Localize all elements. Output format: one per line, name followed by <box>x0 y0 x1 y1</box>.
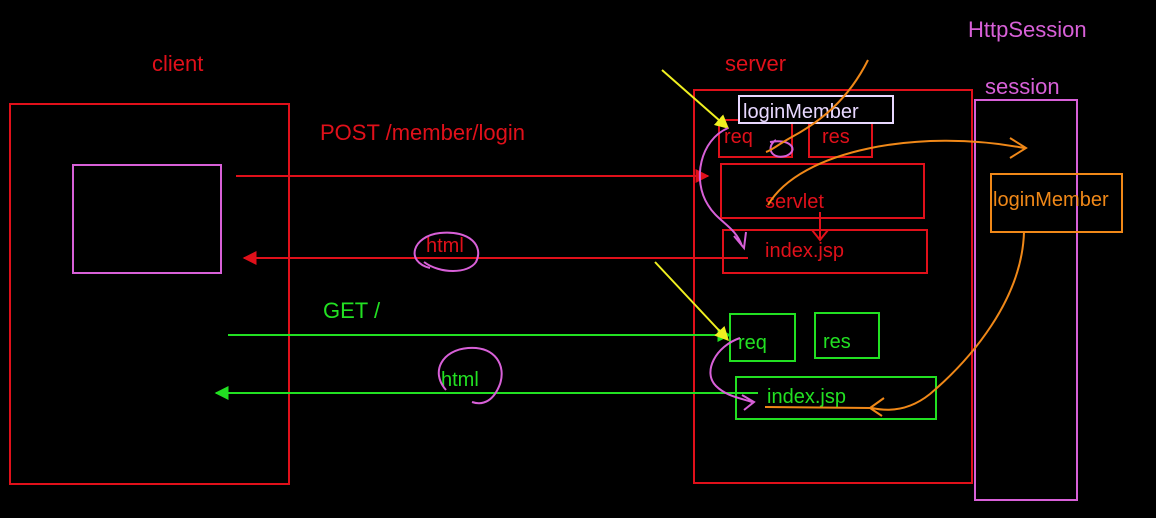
req-label-1: req <box>724 126 753 148</box>
browser-window-box <box>72 164 222 274</box>
req-box-2 <box>729 313 796 362</box>
post-request-label: POST /member/login <box>320 120 525 145</box>
html-circle-2 <box>437 346 503 405</box>
server-label: server <box>725 51 786 76</box>
index-jsp-box-1 <box>722 229 928 274</box>
servlet-to-jsp-arrow <box>811 212 829 242</box>
yellow-pointer-arrow-1 <box>661 69 730 129</box>
index-jsp-label-1: index.jsp <box>765 240 844 262</box>
html-label-2: html <box>441 369 479 391</box>
violet-stroke-req-to-jsp <box>698 127 747 251</box>
req-label-2: req <box>738 332 767 354</box>
orange-stroke-req-to-session <box>765 59 869 153</box>
res-label-1: res <box>822 126 850 148</box>
servlet-label: servlet <box>765 191 824 213</box>
session-login-member-box <box>990 173 1123 233</box>
server-box <box>693 89 973 484</box>
get-request-label: GET / <box>323 298 381 323</box>
http-session-label: HttpSession <box>968 17 1087 42</box>
yellow-pointer-arrow-2 <box>654 261 729 342</box>
session-box <box>974 99 1078 501</box>
html-circle-1 <box>413 231 480 272</box>
res-box-2 <box>814 312 880 359</box>
login-member-attr-box <box>738 95 894 124</box>
index-jsp-label-2: index.jsp <box>767 386 846 408</box>
servlet-box <box>720 163 925 219</box>
session-login-member-label: loginMember <box>993 189 1109 211</box>
login-member-attr-label: loginMember <box>743 101 859 123</box>
orange-underline-index-jsp-2 <box>764 406 871 409</box>
res-label-2: res <box>823 331 851 353</box>
violet-stroke-req2-to-jsp2 <box>709 337 756 411</box>
orange-stroke-session-to-jsp2 <box>868 231 1025 417</box>
orange-stroke-servlet-to-session <box>767 137 1028 206</box>
client-label: client <box>152 51 203 76</box>
session-label: session <box>985 74 1060 99</box>
html-label-1: html <box>426 235 464 257</box>
client-box <box>9 103 290 485</box>
